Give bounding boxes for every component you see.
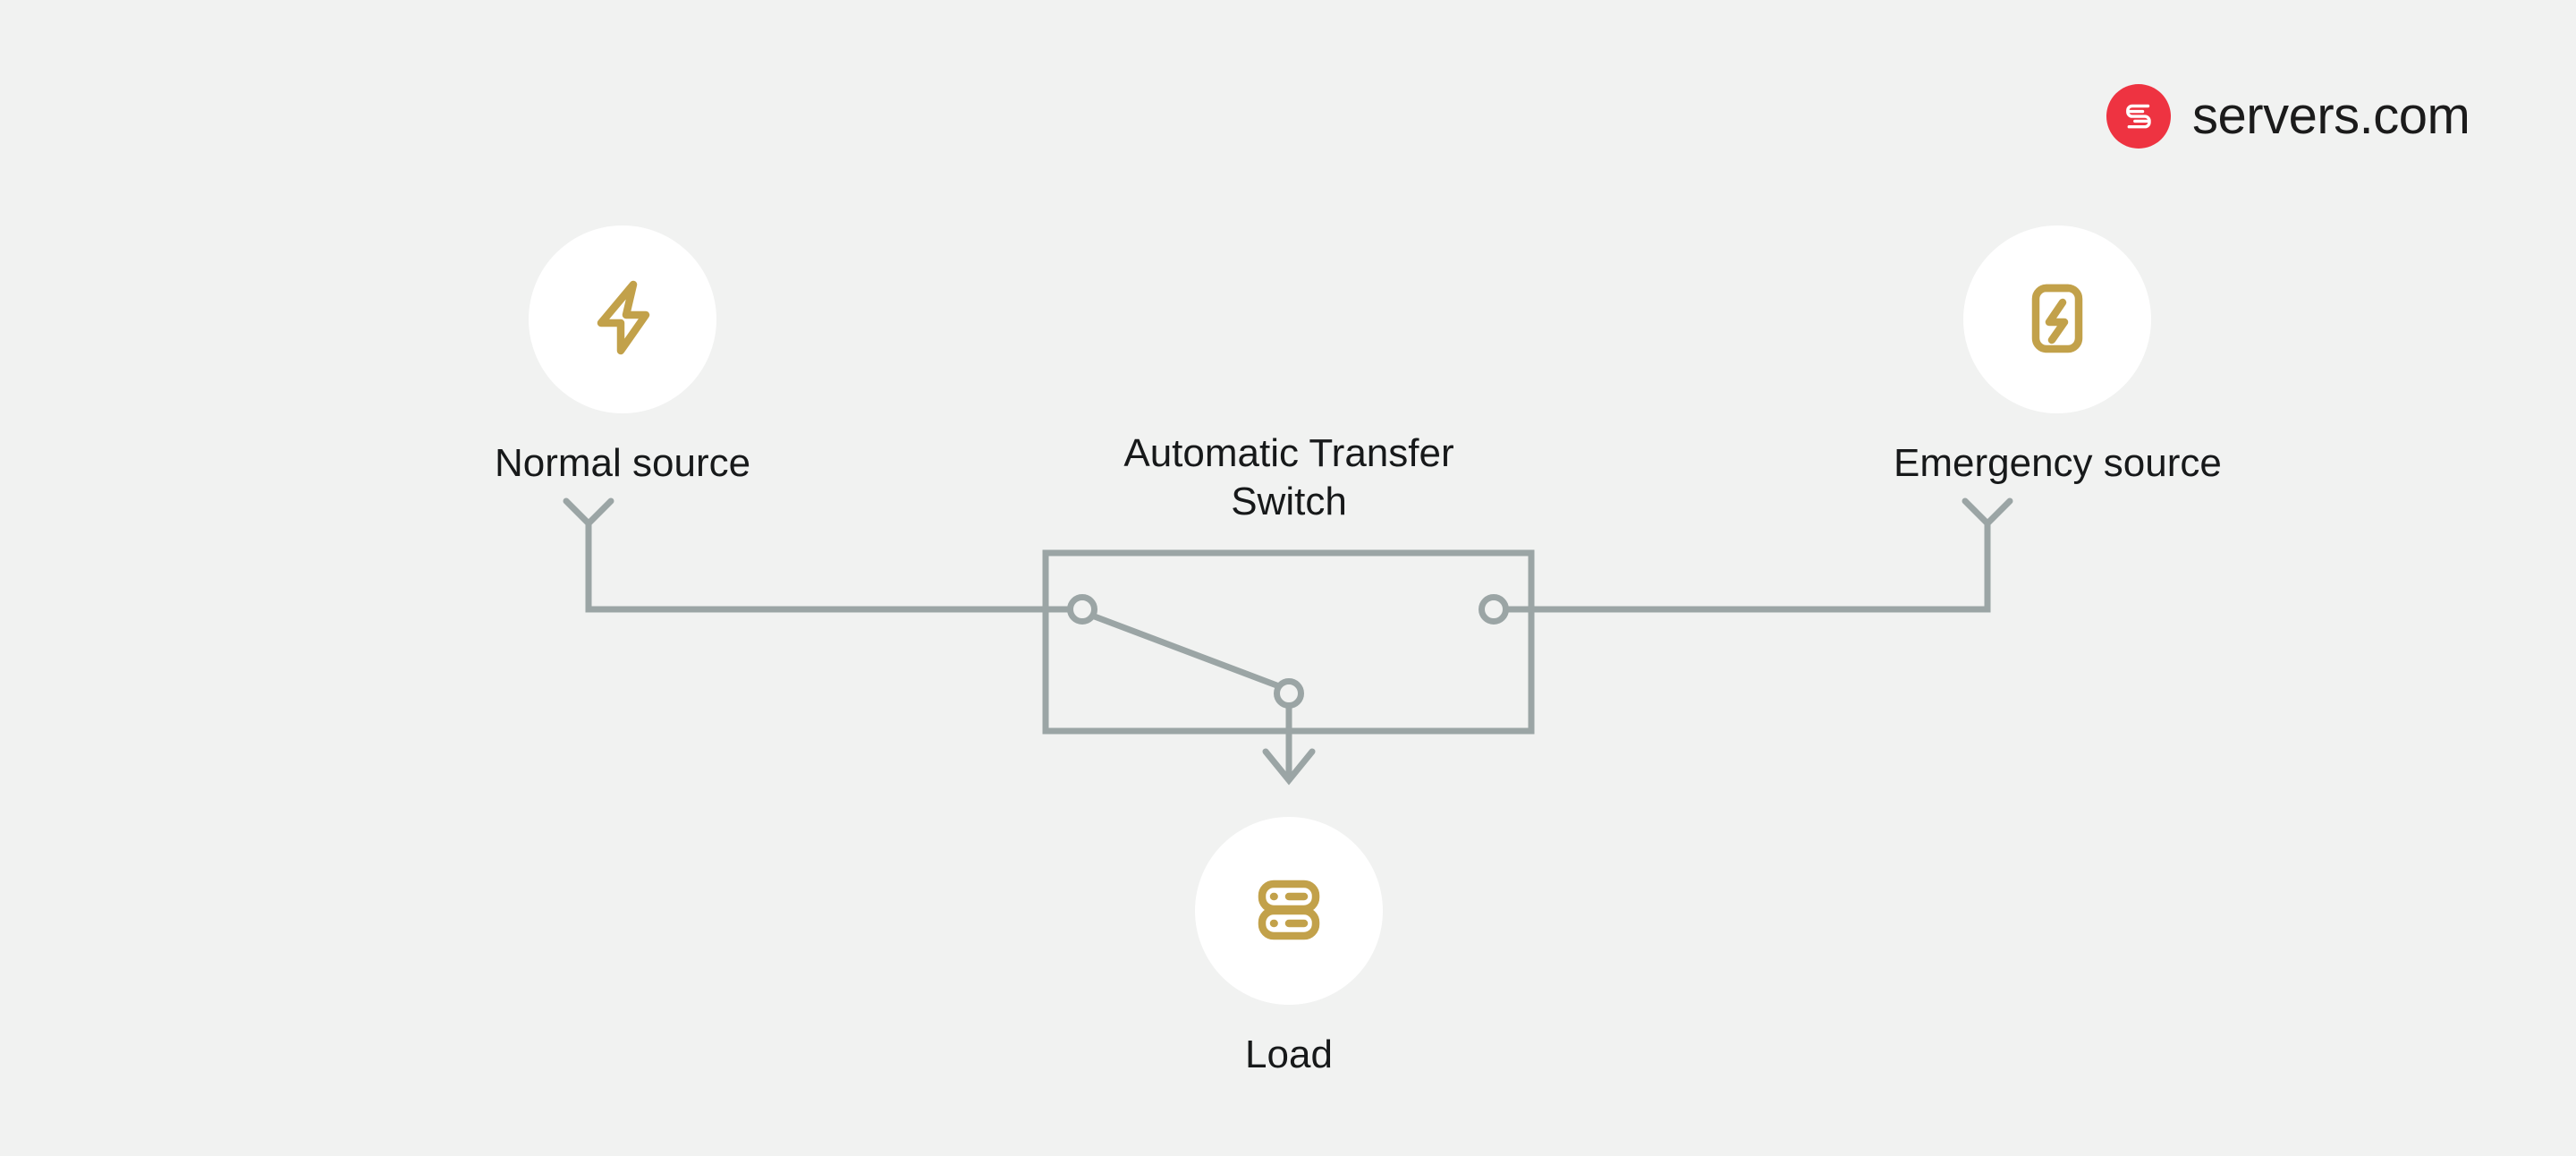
load-label: Load [1245, 1033, 1333, 1076]
lightning-bolt-icon [578, 273, 667, 367]
brand-logo[interactable]: servers.com [2106, 81, 2470, 152]
switch-title: Automatic Transfer Switch [1065, 429, 1513, 525]
brand-name-label: servers.com [2192, 87, 2470, 145]
switch-title-line-2: Switch [1231, 479, 1347, 523]
load-disc [1195, 817, 1383, 1005]
emergency-input-terminal [1479, 594, 1509, 625]
emergency-source-connector [1502, 497, 2013, 613]
emergency-source-disc [1963, 225, 2152, 413]
normal-source-connector [563, 497, 1074, 613]
normal-source-disc [529, 225, 717, 413]
node-emergency-source: Emergency source [1894, 225, 2222, 487]
normal-source-label: Normal source [495, 441, 751, 485]
switch-enclosure [1042, 549, 1535, 735]
node-load: Load [1195, 817, 1383, 1078]
emergency-source-label: Emergency source [1894, 441, 2222, 485]
battery-charging-icon [2012, 273, 2102, 367]
node-normal-source: Normal source [495, 225, 750, 487]
load-output-terminal [1274, 678, 1304, 709]
switch-title-line-1: Automatic Transfer [1123, 431, 1454, 475]
switch-throw-blade [1089, 612, 1283, 690]
server-rack-icon [1244, 864, 1334, 958]
arrow-down-icon [1262, 748, 1316, 786]
normal-input-terminal [1067, 594, 1097, 625]
servers-s-logo-icon [2106, 84, 2171, 149]
